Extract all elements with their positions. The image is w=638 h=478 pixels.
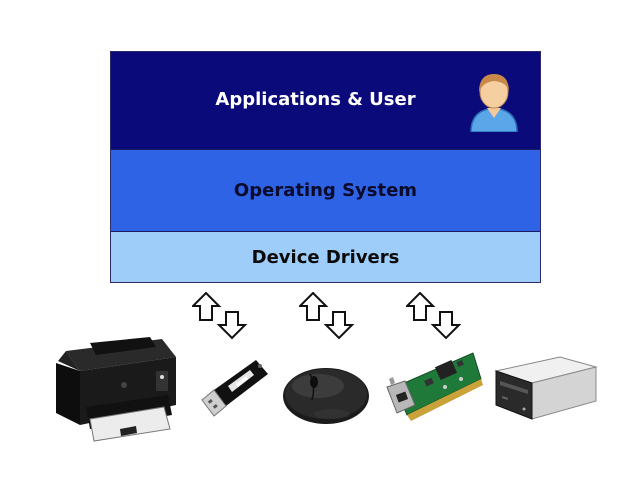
applications-user-label: Applications & User — [215, 89, 416, 110]
bidirectional-arrows-icon — [192, 292, 248, 340]
bidirectional-arrows-icon — [299, 292, 355, 340]
operating-system-label: Operating System — [233, 180, 418, 201]
network-card-icon — [386, 352, 483, 421]
optical-drive-icon — [494, 356, 598, 420]
applications-user-layer: Applications & User — [111, 52, 540, 149]
os-layer-stack: Applications & User Operating System Dev… — [110, 51, 541, 283]
usb-flash-drive-icon — [201, 360, 268, 417]
operating-system-layer: Operating System — [111, 149, 540, 231]
device-drivers-label: Device Drivers — [251, 246, 400, 268]
user-icon — [470, 74, 518, 132]
device-drivers-layer: Device Drivers — [111, 231, 540, 282]
bidirectional-arrows-icon — [406, 292, 462, 340]
printer-icon — [56, 337, 176, 442]
mouse-icon — [283, 368, 369, 424]
